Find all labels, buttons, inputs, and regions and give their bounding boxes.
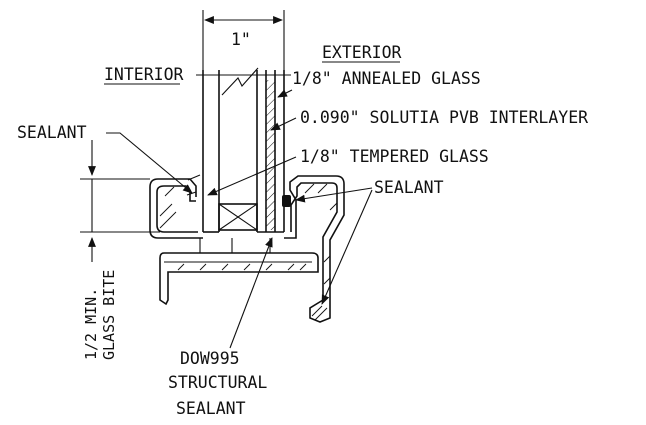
glass-bite-label-line2: GLASS BITE: [100, 270, 118, 360]
sealant-left-label: SEALANT: [17, 123, 87, 142]
structural-sealant-label-line1: DOW995: [180, 349, 240, 368]
glass-bite-label-line1: 1/2 MIN.: [82, 288, 100, 360]
annealed-glass-label: 1/8" ANNEALED GLASS: [292, 69, 481, 88]
structural-sealant-label-line2: STRUCTURAL: [168, 373, 267, 392]
tempered-glass-label: 1/8" TEMPERED GLASS: [300, 147, 489, 166]
callouts: INTERIOR EXTERIOR 1/8" ANNEALED GLASS 0.…: [17, 43, 588, 418]
left-frame-profile: [149, 174, 203, 239]
lower-frame-bar: [159, 238, 319, 306]
interior-label: INTERIOR: [104, 65, 184, 84]
right-frame-profile: [282, 175, 345, 323]
width-dimension-label: 1": [231, 30, 251, 49]
pvb-interlayer-label: 0.090" SOLUTIA PVB INTERLAYER: [300, 108, 588, 127]
spacer-block: [218, 203, 258, 231]
glass-bite-dimension: 1/2 MIN. GLASS BITE: [80, 140, 160, 360]
width-dimension: 1": [202, 10, 285, 70]
sealant-right-label: SEALANT: [374, 178, 444, 197]
structural-sealant-label-line3: SEALANT: [176, 399, 246, 418]
exterior-label: EXTERIOR: [322, 43, 402, 62]
glass-panes: [196, 67, 291, 233]
